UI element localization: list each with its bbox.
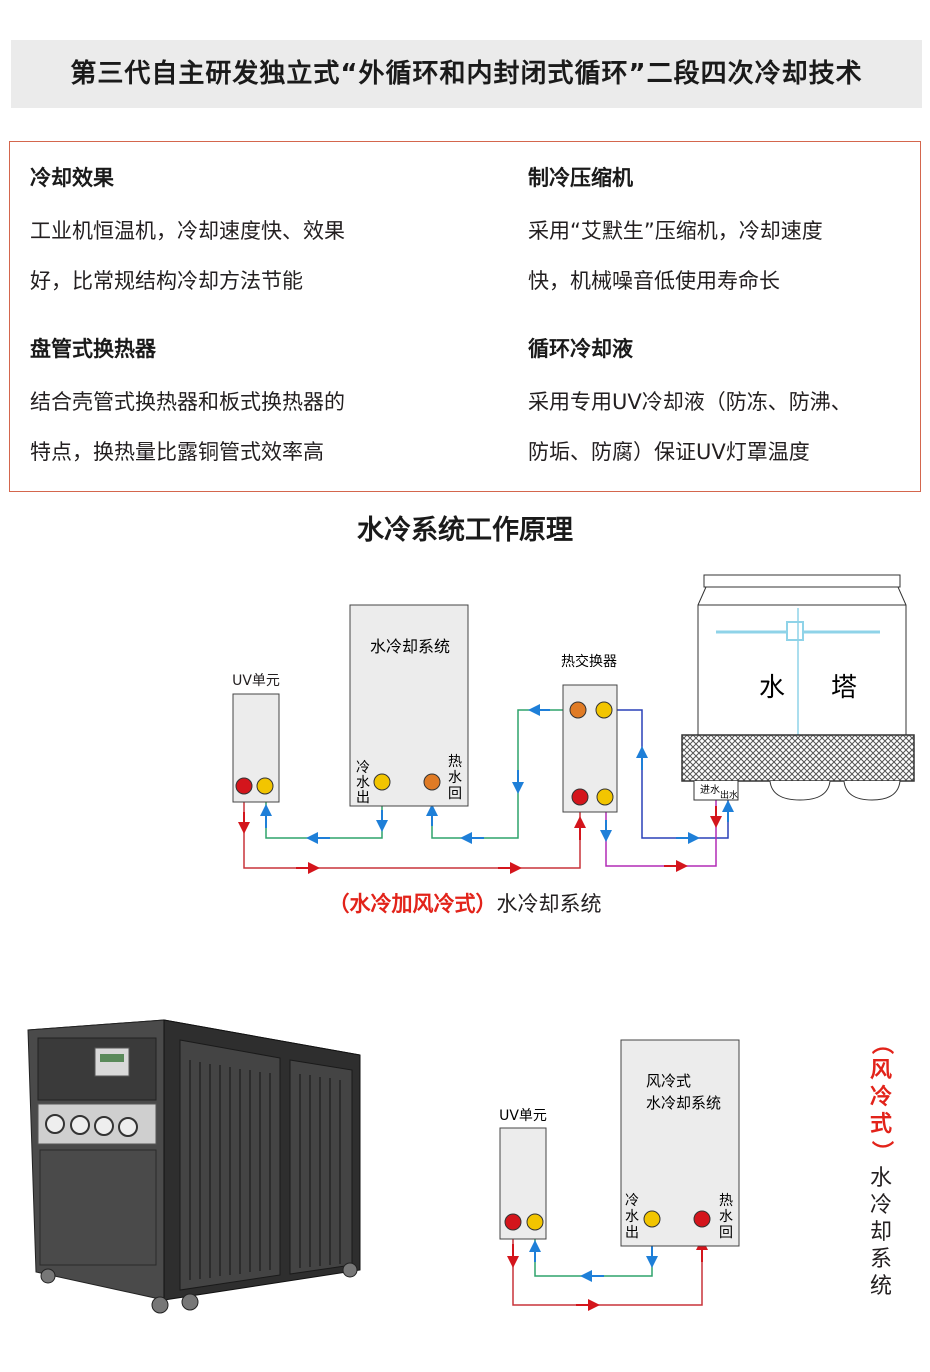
flow-arrows-diagram2: [507, 1238, 708, 1311]
cold-out2-3: 出: [625, 1225, 639, 1241]
caption-black: 水冷却系统: [496, 892, 602, 916]
caption2-black-0: 水: [869, 1166, 892, 1191]
caption2-black-3: 系: [869, 1247, 892, 1272]
banner-title: 第三代自主研发独立式“外循环和内封闭式循环”二段四次冷却技术: [70, 59, 863, 89]
hot-back-2: 水: [448, 770, 462, 786]
feature-body: 采用专用UV冷却液（防冻、防沸、 防垢、防腐）保证UV灯罩温度: [528, 377, 852, 477]
feature-panel: 冷却效果 工业机恒温机，冷却速度快、效果 好，比常规结构冷却方法节能 制冷压缩机…: [9, 141, 921, 492]
chiller-diagram2: [620, 1039, 740, 1247]
chiller2-line1: 风冷式: [646, 1072, 691, 1090]
feature-cooling-effect: 冷却效果 工业机恒温机，冷却速度快、效果 好，比常规结构冷却方法节能: [30, 162, 345, 306]
hot-back2-3: 回: [719, 1225, 733, 1241]
cold-out-3: 出: [356, 790, 370, 806]
diagram1-caption: （水冷加风冷式）水冷却系统: [0, 888, 930, 918]
chiller-diagram1: [349, 604, 469, 807]
uv-unit-diagram1: [232, 693, 280, 803]
feature-title: 制冷压缩机: [528, 166, 633, 190]
uv-label: UV单元: [232, 673, 280, 689]
caption2-black-2: 却: [869, 1220, 892, 1245]
feature-body: 结合壳管式换热器和板式换热器的 特点，换热量比露铜管式效率高: [30, 377, 345, 477]
uv-label-2: UV单元: [499, 1108, 547, 1124]
diagram2-caption: （ 风 冷 式 ） 水 冷 却 系 统: [866, 1030, 896, 1300]
caption2-red-2: 冷: [869, 1085, 892, 1110]
feature-title: 盘管式换热器: [30, 337, 156, 361]
uv-unit-diagram2: [499, 1127, 547, 1240]
feature-line: 结合壳管式换热器和板式换热器的: [30, 390, 345, 414]
hot-back2-2: 水: [719, 1209, 733, 1225]
cooling-tower: [681, 574, 915, 801]
cold-out2-1: 冷: [625, 1193, 639, 1209]
feature-line: 采用专用UV冷却液（防冻、防沸、: [528, 390, 852, 414]
pipes-diagram1: [243, 709, 729, 869]
caption2-black-1: 冷: [869, 1193, 892, 1218]
feature-line: 采用“艾默生”压缩机，冷却速度: [528, 219, 823, 243]
chiller-machine-image: [27, 1019, 361, 1314]
feature-line: 好，比常规结构冷却方法节能: [30, 269, 303, 293]
cold-out-1: 冷: [356, 760, 370, 776]
feature-body: 工业机恒温机，冷却速度快、效果 好，比常规结构冷却方法节能: [30, 206, 345, 306]
feature-title: 循环冷却液: [528, 337, 633, 361]
feature-compressor: 制冷压缩机 采用“艾默生”压缩机，冷却速度 快，机械噪音低使用寿命长: [528, 162, 823, 306]
header-banner: 第三代自主研发独立式“外循环和内封闭式循环”二段四次冷却技术: [11, 40, 922, 108]
feature-line: 快，机械噪音低使用寿命长: [528, 269, 780, 293]
chiller2-line2: 水冷却系统: [646, 1094, 721, 1112]
tower-label-2: 塔: [831, 673, 857, 703]
water-in-label: 进水: [700, 784, 720, 796]
caption-red: （水冷加风冷式）: [328, 892, 497, 916]
heat-exchanger: [562, 684, 618, 813]
feature-line: 工业机恒温机，冷却速度快、效果: [30, 219, 345, 243]
feature-body: 采用“艾默生”压缩机，冷却速度 快，机械噪音低使用寿命长: [528, 206, 823, 306]
cold-out2-2: 水: [625, 1209, 639, 1225]
hot-back-3: 回: [448, 786, 462, 802]
cold-out-2: 水: [356, 775, 370, 791]
caption2-black-4: 统: [869, 1274, 892, 1299]
tower-label-1: 水: [759, 673, 785, 703]
caption2-red-1: 风: [869, 1058, 892, 1083]
hot-back-1: 热: [448, 754, 462, 770]
hot-back2-1: 热: [719, 1193, 733, 1209]
exchanger-label: 热交换器: [561, 653, 617, 670]
water-out-label: 出水: [720, 789, 738, 801]
feature-title: 冷却效果: [30, 166, 114, 190]
flow-arrows-diagram1: [238, 704, 734, 874]
caption2-red-4: ）: [868, 1140, 894, 1163]
feature-line: 防垢、防腐）保证UV灯罩温度: [528, 440, 810, 464]
feature-line: 特点，换热量比露铜管式效率高: [30, 440, 324, 464]
feature-coolant: 循环冷却液 采用专用UV冷却液（防冻、防沸、 防垢、防腐）保证UV灯罩温度: [528, 333, 852, 477]
feature-heat-exchanger: 盘管式换热器 结合壳管式换热器和板式换热器的 特点，换热量比露铜管式效率高: [30, 333, 345, 477]
chiller-label: 水冷却系统: [370, 637, 450, 656]
caption2-red-3: 式: [869, 1112, 892, 1137]
caption2-red-0: （: [868, 1032, 894, 1055]
section-title: 水冷系统工作原理: [357, 515, 573, 546]
